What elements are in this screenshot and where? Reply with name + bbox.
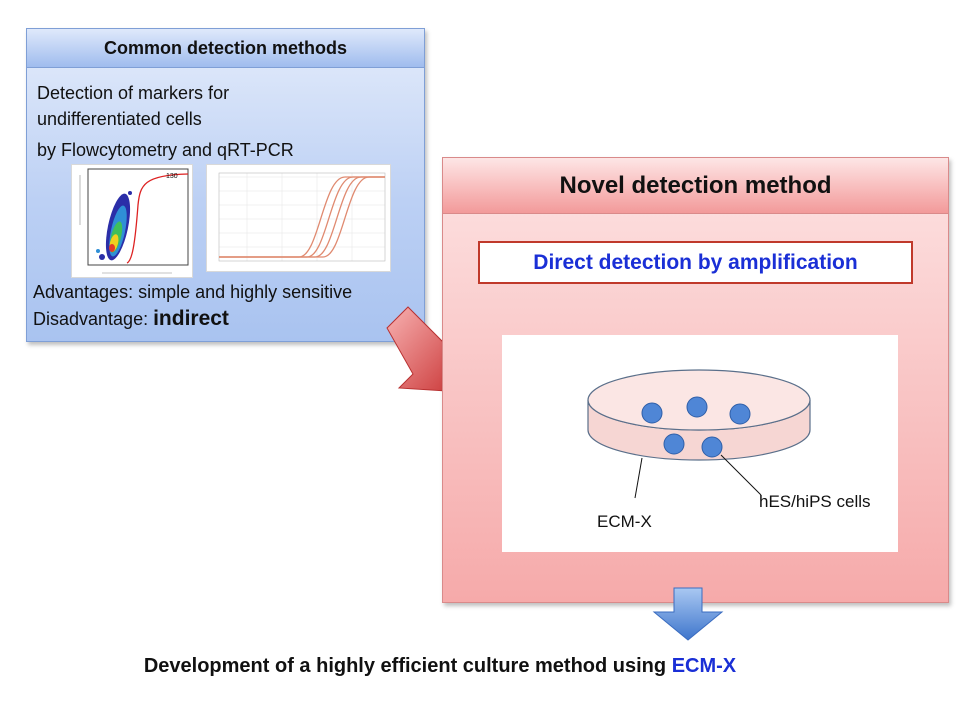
common-methods-box: Common detection methods Detection of ma… [26,28,425,342]
conclusion-highlight: ECM-X [671,655,737,677]
cells-label: hES/hiPS cells [759,492,871,511]
ecm-leader-line [634,457,643,499]
amplification-curves [219,176,385,258]
culture-dish-panel: ECM-X hES/hiPS cells [502,335,898,552]
disadvantage-line: Disadvantage: indirect [33,307,229,331]
flow-gate [126,173,189,264]
disadvantage-value: indirect [153,307,229,330]
conclusion-prefix: Development of a highly efficient cultur… [143,655,672,677]
advantages-text: Advantages: simple and highly sensitive [33,282,353,302]
flowcytometry-plot: 130 [71,164,193,278]
novel-method-title: Novel detection method [443,158,948,214]
flow-gate-label: 130 [166,173,178,180]
conclusion-text: Development of a highly efficient cultur… [0,655,880,678]
flow-density-cloud [96,191,132,261]
common-line-3: by Flowcytometry and qRT-PCR [37,140,294,160]
common-methods-title: Common detection methods [27,29,424,68]
novel-method-box: Novel detection method Direct detection … [442,157,949,603]
cells [641,396,751,458]
qrt-pcr-plot [206,164,391,272]
common-line-1: Detection of markers for [37,83,230,103]
disadvantage-label: Disadvantage: [33,309,154,329]
result-arrow [652,587,724,641]
cells-leader-line [720,454,762,496]
direct-detection-label: Direct detection by amplification [478,241,913,284]
common-line-2: undifferentiated cells [37,109,202,129]
ecm-label: ECM-X [597,512,652,531]
